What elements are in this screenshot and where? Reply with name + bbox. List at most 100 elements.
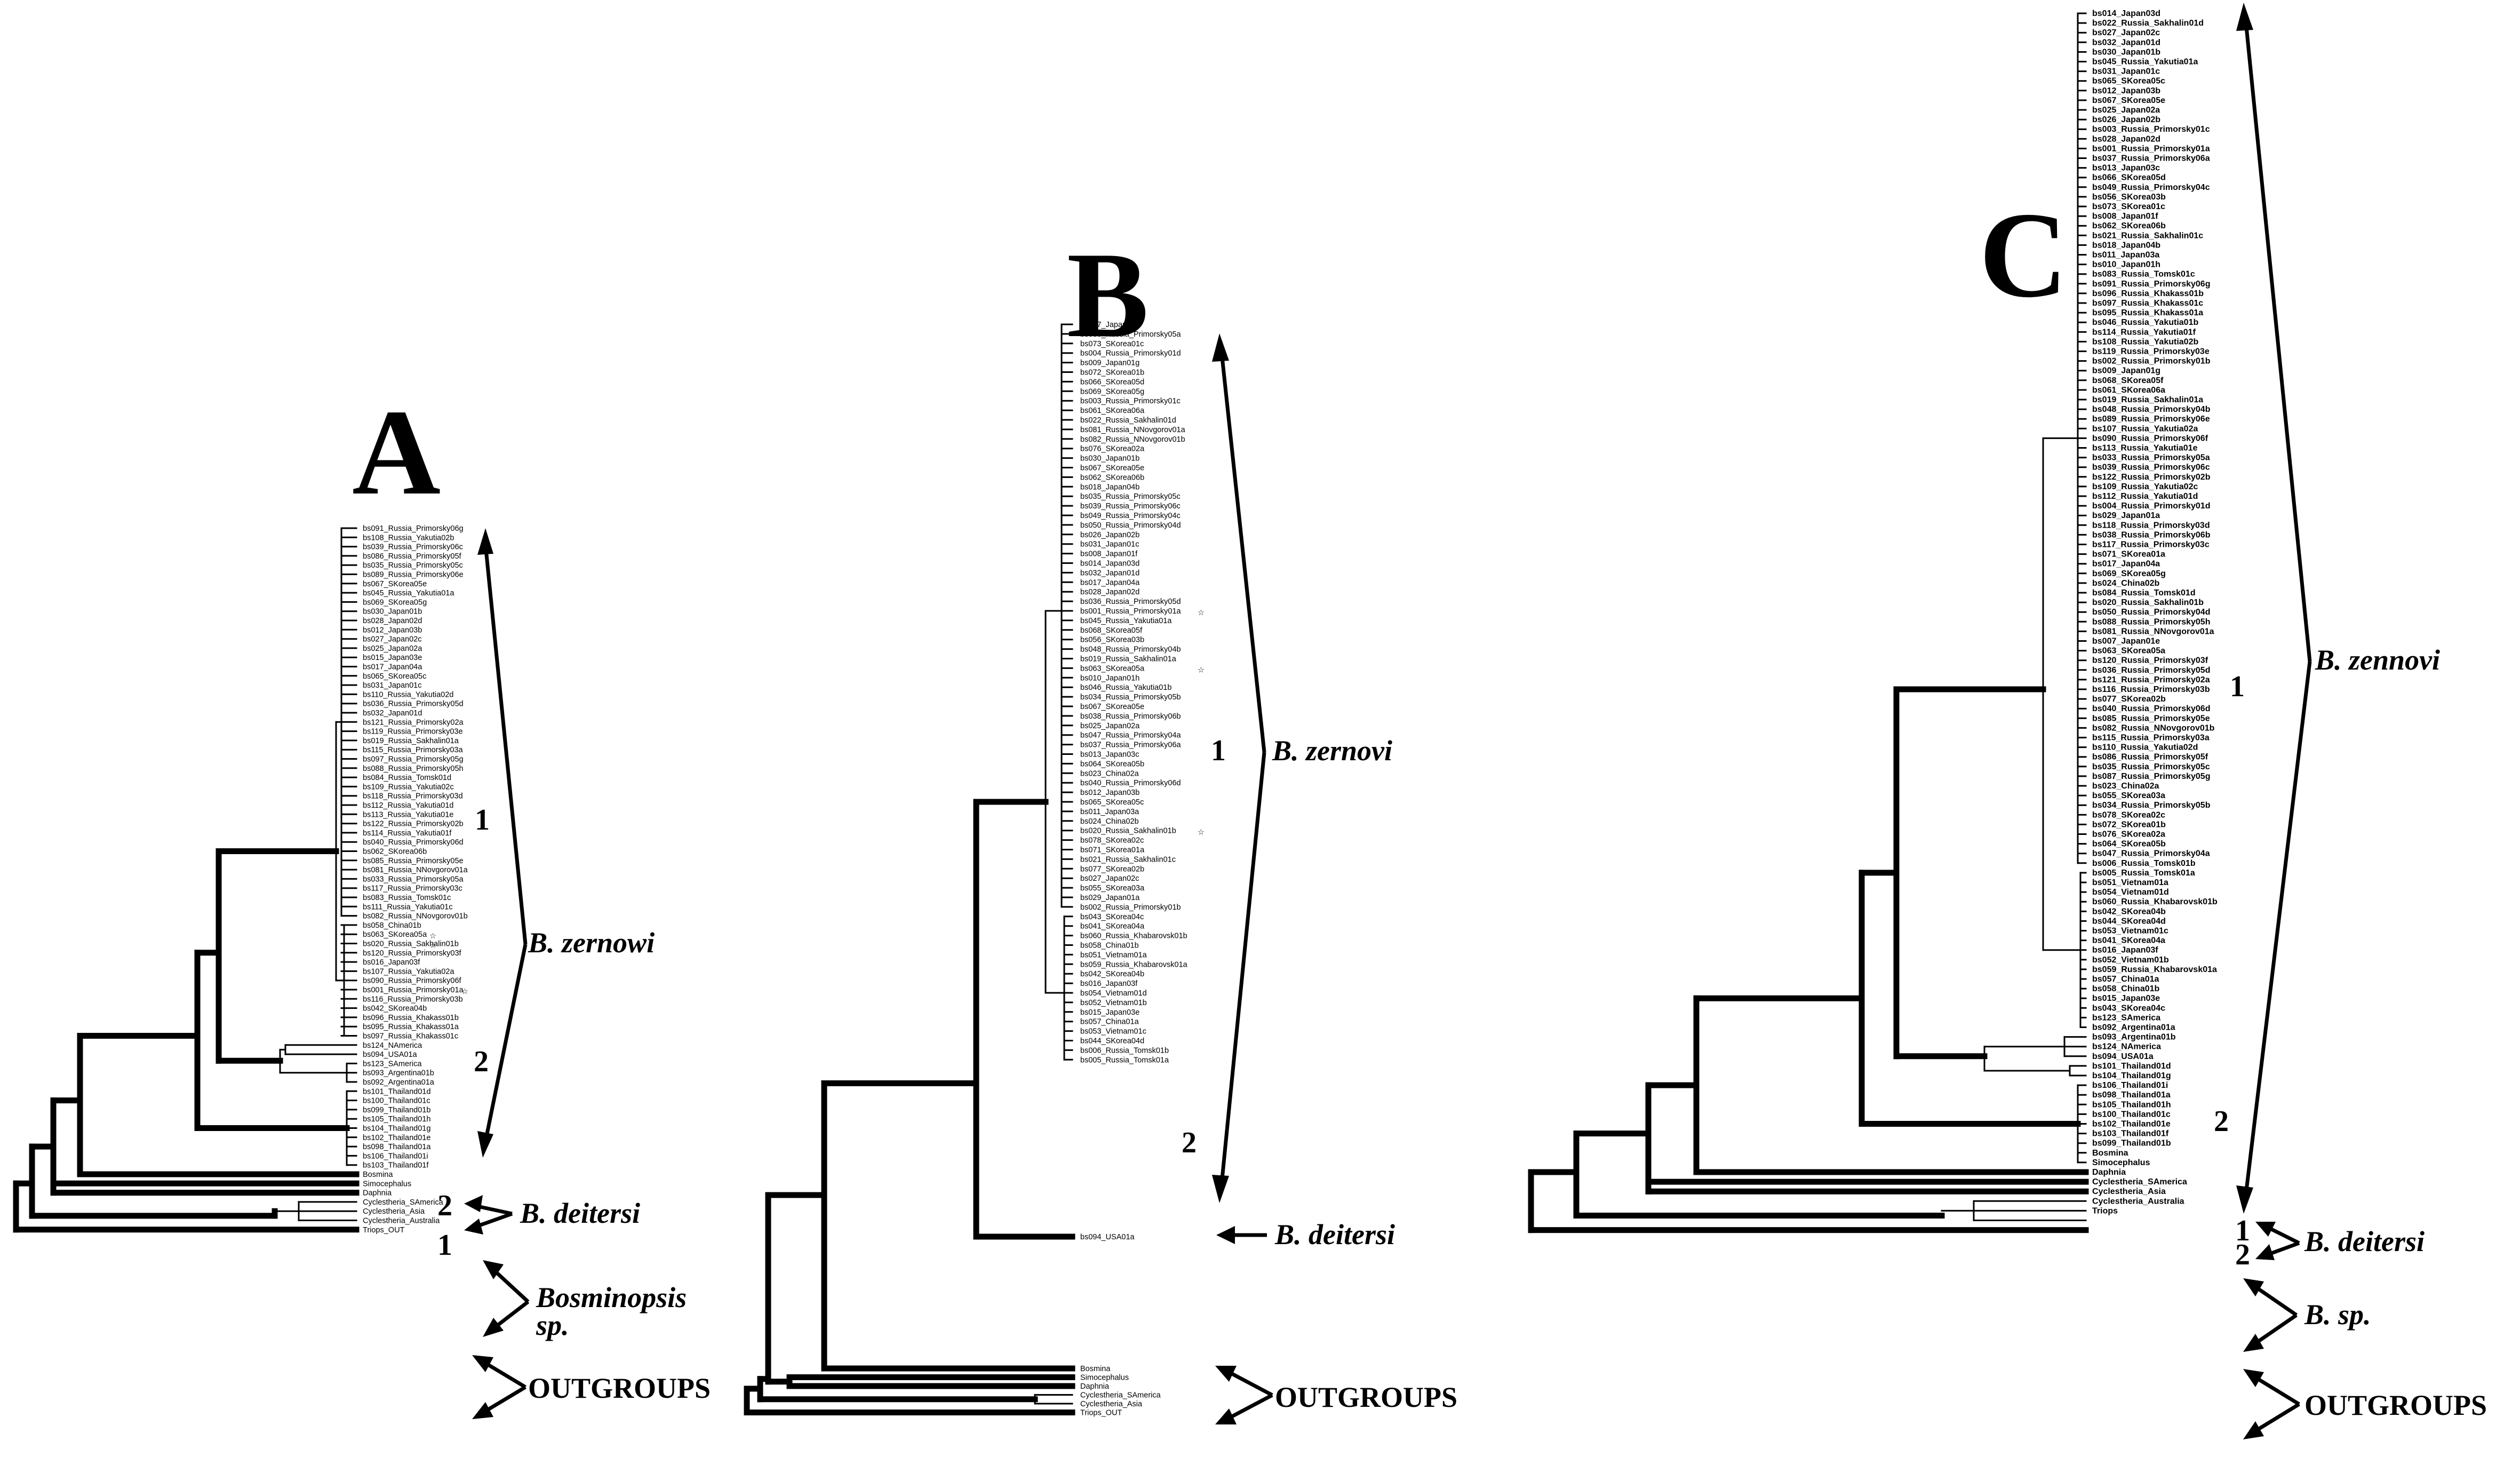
leaf-label: bs106_Thailand01i (2092, 1081, 2168, 1090)
leaf-label: bs101_Thailand01d (2092, 1062, 2171, 1071)
star-marker: ☆ (1198, 666, 1205, 674)
leaf-label: bs002_Russia_Primorsky01b (1080, 903, 1181, 912)
leaf-label: bs054_Vietnam01d (1080, 989, 1147, 998)
leaf-label: bs027_Japan02c (2092, 28, 2160, 37)
leaf-label: bs100_Thailand01c (2092, 1110, 2171, 1119)
subclade-number: 1 (437, 1229, 452, 1262)
leaf-label: bs010_Japan01h (1080, 674, 1139, 682)
leaf-label: bs068_SKorea05f (1080, 626, 1143, 635)
leaf-label: bs123_SAmerica (363, 1060, 422, 1068)
leaf-label: bs111_Russia_Yakutia01c (363, 903, 452, 911)
subclade-number: 2 (2235, 1238, 2250, 1271)
leaf-label: bs032_Japan01d (363, 709, 422, 718)
leaf-label: bs089_Russia_Primorsky06e (2092, 415, 2210, 424)
leaf-label: bs090_Russia_Primorsky06f (363, 977, 462, 985)
leaf-label: bs011_Japan03a (2092, 251, 2159, 260)
leaf-label: Daphnia (1080, 1382, 1110, 1391)
leaf-label: bs083_Russia_Tomsk01c (363, 894, 451, 902)
annotations-panel-a: B. zernowi 1 2 2 1 B. deitersi Bosminops… (437, 528, 711, 1419)
leaf-label: bs042_SKorea04b (1080, 970, 1144, 978)
leaf-label: bs038_Russia_Primorsky06b (1080, 712, 1181, 721)
leaf-label: bs042_SKorea04b (2092, 907, 2166, 916)
leaf-label: bs001_Russia_Primorsky01a (363, 986, 464, 994)
leaf-label: Simocephalus (363, 1180, 411, 1188)
subclade-number: 2 (2214, 1105, 2229, 1138)
leaf-label: bs019_Russia_Sakhalin01a (363, 737, 459, 745)
leaf-label: bs017_Japan04a (1080, 578, 1140, 587)
leaf-label: bs030_Japan01b (363, 608, 422, 616)
annotations-panel-c: B. zennovi 1 2 1 2 B. deitersi B. sp. OU… (2214, 3, 2487, 1439)
leaf-label: bs067_SKorea05e (363, 580, 427, 588)
clade-label-deitersi-c: B. deitersi (2304, 1225, 2425, 1257)
leaf-label: bs004_Russia_Primorsky01d (2092, 501, 2210, 511)
leaf-label: bs011_Japan03a (1080, 808, 1139, 816)
leaf-label: bs049_Russia_Primorsky04c (2092, 183, 2210, 192)
leaf-label: bs027_Japan02c (1080, 874, 1139, 883)
leaf-label: bs037_Russia_Primorsky06a (2092, 154, 2210, 163)
leaf-label: bs098_Thailand01a (2092, 1090, 2171, 1100)
leaf-label: bs053_Vietnam01c (2092, 927, 2168, 936)
leaf-label: bs036_Russia_Primorsky05d (2092, 666, 2210, 675)
leaf-label: bs016_Japan03f (1080, 980, 1138, 988)
leaf-label: bs053_Vietnam01c (1080, 1028, 1146, 1036)
leaf-label: bs012_Japan03b (1080, 789, 1139, 797)
zernowi-arrow-up (483, 544, 528, 945)
leaf-label: bs073_SKorea01c (1080, 340, 1144, 348)
leaf-label: bs109_Russia_Yakutia02c (363, 783, 454, 791)
leaf-label: bs095_Russia_Khakass01a (2092, 308, 2203, 317)
outgroups-label-c: OUTGROUPS (2304, 1389, 2487, 1421)
leaf-label: Simocephalus (1080, 1374, 1129, 1382)
leaf-label: bs059_Russia_Khabarovsk01a (1080, 960, 1188, 969)
leaf-label: bs044_SKorea04d (1080, 1037, 1144, 1046)
leaf-label: bs086_Russia_Primorsky05f (363, 552, 462, 561)
leaf-label: bs071_SKorea01a (1080, 846, 1145, 855)
leaf-label: bs058_China01b (363, 921, 421, 930)
leaf-label: bs012_Japan03b (2092, 86, 2160, 95)
leaf-label: bs104_Thailand01g (2092, 1071, 2171, 1080)
leaf-label: bs025_Japan02a (363, 644, 422, 653)
leaf-label: bs043_SKorea04c (1080, 913, 1144, 921)
leaf-label: Cyclestheria_SAmerica (2092, 1177, 2187, 1187)
leaf-label: bs096_Russia_Khakass01b (2092, 289, 2204, 298)
leaf-label: bs030_Japan01b (2092, 47, 2160, 57)
leaf-label: bs106_Thailand01i (363, 1152, 428, 1160)
leaf-label: bs023_China02a (2092, 782, 2159, 791)
leaf-label: bs078_SKorea02c (1080, 837, 1144, 845)
leaf-label: bs023_China02a (1080, 769, 1139, 778)
leaf-label: bs001_Russia_Primorsky01a (1080, 607, 1182, 616)
leaf-label: bs124_NAmerica (363, 1041, 422, 1050)
leaf-label: bs064_SKorea05b (1080, 760, 1144, 768)
leaf-label: bs065_SKorea05c (363, 672, 426, 681)
leaf-label: bs048_Russia_Primorsky04b (1080, 646, 1181, 654)
leaf-label: bs077_SKorea02b (1080, 865, 1144, 873)
leaf-label: bs119_Russia_Primorsky03e (363, 728, 463, 736)
leaf-label: bs018_Japan04b (1080, 483, 1139, 491)
leaf-label: bs034_Russia_Primorsky05b (2092, 801, 2211, 810)
leaf-label: bs071_SKorea01a (2092, 550, 2165, 559)
leaf-label: bs045_Russia_Yakutia01a (1080, 617, 1172, 625)
leaf-label: bs054_Vietnam01d (2092, 888, 2169, 897)
leaf-label: bs112_Russia_Yakutia01d (363, 801, 453, 810)
leaf-label: bs104_Thailand01g (363, 1125, 430, 1133)
outgroups-label-a: OUTGROUPS (528, 1372, 711, 1404)
leaf-label: bs081_Russia_NNovgorov01a (1080, 426, 1186, 434)
leaf-label: bs013_Japan03c (2092, 164, 2160, 173)
leaf-label: bs065_SKorea05c (2092, 77, 2165, 86)
leaf-label: bs036_Russia_Primorsky05d (363, 700, 464, 708)
leaf-label: bs108_Russia_Yakutia02b (363, 534, 454, 542)
leaf-label: bs008_Japan01f (2092, 212, 2158, 221)
leaf-label: bs028_Japan02d (1080, 588, 1139, 596)
leaf-label: bs017_Japan04a (2092, 560, 2160, 569)
leaf-label: Daphnia (2092, 1168, 2126, 1177)
leaf-label: bs119_Russia_Primorsky03e (2092, 347, 2210, 356)
leaf-label: bs014_Japan03d (2092, 9, 2160, 18)
leaf-label: bs025_Japan02a (2092, 106, 2160, 115)
leaf-label: bs066_SKorea05d (1080, 378, 1144, 386)
leaf-label: bs040_Russia_Primorsky06d (1080, 779, 1181, 787)
leaf-label: bs012_Japan03b (363, 626, 422, 634)
leaf-label: bs058_China01b (1080, 942, 1139, 950)
leaf-label: bs094_USA01a (1080, 1233, 1135, 1241)
subclade-number: 1 (2230, 670, 2245, 703)
clade-label-bosminopsis: Bosminopsis (536, 1281, 687, 1313)
leaf-label: Cyclestheria_Asia (1080, 1400, 1143, 1408)
